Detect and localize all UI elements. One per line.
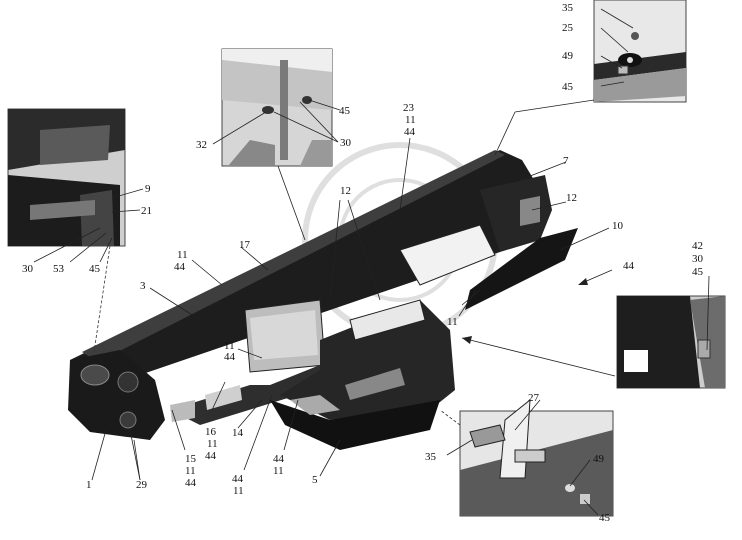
inset-top-right (593, 0, 687, 103)
label-42: 42 (692, 240, 703, 252)
label-44-d: 44 (232, 473, 244, 485)
label-11-a: 11 (177, 249, 188, 261)
label-15: 15 (185, 453, 197, 465)
label-3: 3 (140, 280, 146, 292)
label-35-bottom: 35 (425, 451, 437, 463)
label-7: 7 (563, 155, 569, 167)
label-44-e: 44 (273, 453, 285, 465)
label-23: 23 (403, 102, 415, 114)
label-30-left: 30 (22, 263, 34, 275)
label-30-inset: 30 (340, 137, 352, 149)
label-30-right: 30 (692, 253, 704, 265)
label-45-top: 45 (562, 81, 574, 93)
label-45-right: 45 (692, 266, 704, 278)
label-45-inset: 45 (339, 105, 351, 117)
label-11-mid: 11 (447, 316, 458, 328)
label-17: 17 (239, 239, 251, 251)
inset-bottom-right (459, 398, 614, 517)
label-11-top: 11 (405, 114, 416, 126)
label-44-right: 44 (623, 260, 635, 272)
label-1: 1 (86, 479, 92, 491)
label-35-top: 35 (562, 2, 574, 14)
label-10: 10 (612, 220, 624, 232)
label-44-c: 44 (205, 450, 217, 462)
label-5: 5 (312, 474, 318, 486)
inset-left (7, 108, 126, 247)
label-11-b: 11 (224, 340, 235, 352)
label-11-d: 11 (233, 485, 244, 497)
dashboard-body (68, 150, 578, 450)
label-29: 29 (136, 479, 148, 491)
label-11-e: 11 (273, 465, 284, 477)
label-44-b: 44 (224, 351, 236, 363)
label-11-c: 11 (207, 438, 218, 450)
label-45-bottom: 45 (599, 512, 611, 524)
inset-right (616, 295, 726, 389)
label-45-left: 45 (89, 263, 101, 275)
label-12-center: 12 (340, 185, 351, 197)
label-44-f: 44 (185, 477, 197, 489)
label-27: 27 (528, 392, 540, 404)
label-53: 53 (53, 263, 65, 275)
leader-lines (33, 8, 710, 516)
label-25: 25 (562, 22, 574, 34)
label-49-bottom: 49 (593, 453, 605, 465)
label-16: 16 (205, 426, 217, 438)
label-14: 14 (232, 427, 244, 439)
label-44-top: 44 (404, 126, 416, 138)
inset-top-center (221, 48, 333, 167)
part-labels: 35 25 49 45 45 32 30 23 11 44 7 12 12 10… (22, 2, 704, 524)
label-44-a: 44 (174, 261, 186, 273)
label-21: 21 (141, 205, 152, 217)
label-11-f: 11 (185, 465, 196, 477)
label-12-right: 12 (566, 192, 577, 204)
label-9: 9 (145, 183, 151, 195)
label-32: 32 (196, 139, 207, 151)
label-49-top: 49 (562, 50, 574, 62)
